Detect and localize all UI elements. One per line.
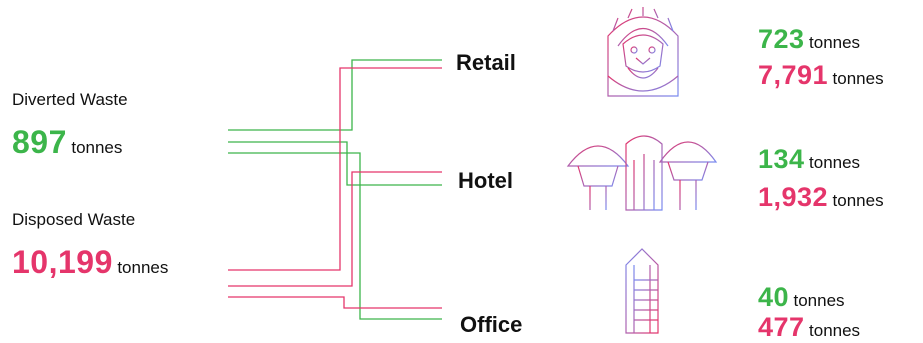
hotel-diverted-value: 134 (758, 144, 805, 174)
office-disposed-unit: tonnes (809, 321, 860, 340)
retail-disposed-value: 7,791 (758, 60, 828, 90)
category-retail-label: Retail (456, 50, 516, 76)
hotel-disposed-unit: tonnes (833, 191, 884, 210)
retail-diverted: 723 tonnes (758, 24, 860, 55)
disposed-to-retail-line (228, 68, 442, 270)
office-diverted-unit: tonnes (794, 291, 845, 310)
hotel-disposed: 1,932 tonnes (758, 182, 884, 213)
office-disposed-value: 477 (758, 312, 805, 342)
hotel-disposed-value: 1,932 (758, 182, 828, 212)
hotel-diverted-unit: tonnes (809, 153, 860, 172)
diverted-to-hotel-line (228, 142, 442, 185)
domed-hotel-icon (560, 124, 730, 216)
diverted-to-retail-line (228, 60, 442, 130)
disposed-to-office-line (228, 297, 442, 308)
diverted-to-office-line (228, 153, 442, 319)
retail-disposed-unit: tonnes (833, 69, 884, 88)
disposed-to-hotel-line (228, 172, 442, 286)
office-diverted: 40 tonnes (758, 282, 845, 313)
lion-statue-icon (588, 6, 698, 102)
retail-diverted-value: 723 (758, 24, 805, 54)
category-hotel-label: Hotel (458, 168, 513, 194)
office-tower-icon (616, 235, 668, 335)
category-office-label: Office (460, 312, 522, 338)
retail-diverted-unit: tonnes (809, 33, 860, 52)
office-diverted-value: 40 (758, 282, 789, 312)
office-disposed: 477 tonnes (758, 312, 860, 343)
retail-disposed: 7,791 tonnes (758, 60, 884, 91)
hotel-diverted: 134 tonnes (758, 144, 860, 175)
